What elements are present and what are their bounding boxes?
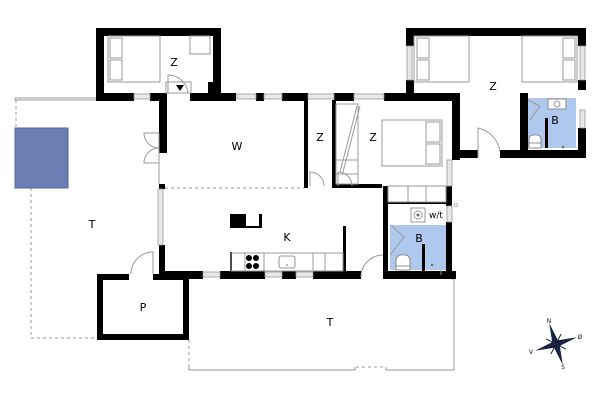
room-label-living-room: W (232, 140, 243, 153)
room-label-bedroom-4: Z (369, 131, 377, 144)
doors (130, 74, 541, 278)
room-label-bedroom-1: Z (170, 56, 178, 69)
room-label-bedroom-3: Z (316, 131, 324, 144)
compass-south-label: S (561, 364, 565, 371)
room-label-annex: P (140, 301, 147, 314)
room-label-terrace-west: T (88, 218, 96, 231)
walls (96, 28, 586, 340)
furniture (107, 35, 578, 272)
room-label-laundry: w/t (429, 211, 443, 221)
windows (133, 45, 586, 278)
pool (14, 127, 69, 189)
room-label-kitchen: K (283, 231, 291, 244)
compass-north-label: N (547, 318, 552, 325)
compass-east-label: Ø (578, 334, 583, 341)
terrace-west-outline (14, 97, 97, 339)
room-label-bathroom-2: B (415, 232, 423, 245)
room-labels: Z Z Z Z W K B B w/t T T P (88, 56, 559, 329)
terrace-south-outline (188, 278, 455, 371)
compass-west-label: V (529, 349, 534, 356)
room-label-bathroom-1: B (551, 114, 559, 127)
compass-rose-icon (535, 323, 577, 365)
room-label-bedroom-2: Z (489, 80, 497, 93)
room-label-terrace-south: T (326, 316, 334, 329)
